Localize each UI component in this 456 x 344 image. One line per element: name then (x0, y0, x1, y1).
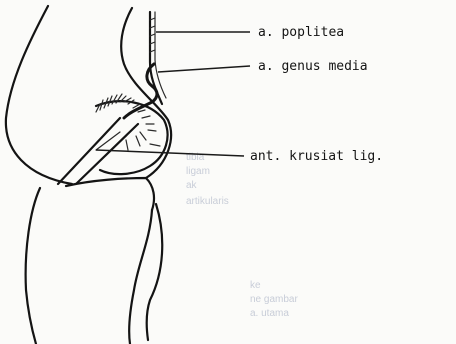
condyle-mark-2 (150, 144, 160, 146)
condyle-mark-1 (126, 140, 128, 150)
tibial-plateau (66, 178, 154, 210)
label-a-genus-media: a. genus media (258, 59, 368, 74)
bleed-text-3: ak (186, 180, 198, 191)
label-a-poplitea: a. poplitea (258, 25, 344, 40)
label-ant-krusiat-lig: ant. krusiat lig. (250, 149, 383, 164)
leader-cruciate (96, 150, 244, 156)
tibia-left-outline (26, 188, 40, 344)
bleed-text-5: ke (250, 280, 261, 291)
popliteal-artery-inner (155, 12, 166, 98)
bleed-through-text: tibia ligam ak artikularis ke ne gambar … (186, 152, 298, 319)
bleed-text-2: ligam (186, 166, 210, 177)
bleed-text-6: ne gambar (250, 294, 298, 305)
tibia-right-outline (129, 210, 152, 344)
femur-outline (6, 6, 72, 184)
bleed-text-7: a. utama (250, 308, 289, 319)
leader-genus-media (158, 66, 250, 72)
bleed-text-4: artikularis (186, 196, 229, 207)
